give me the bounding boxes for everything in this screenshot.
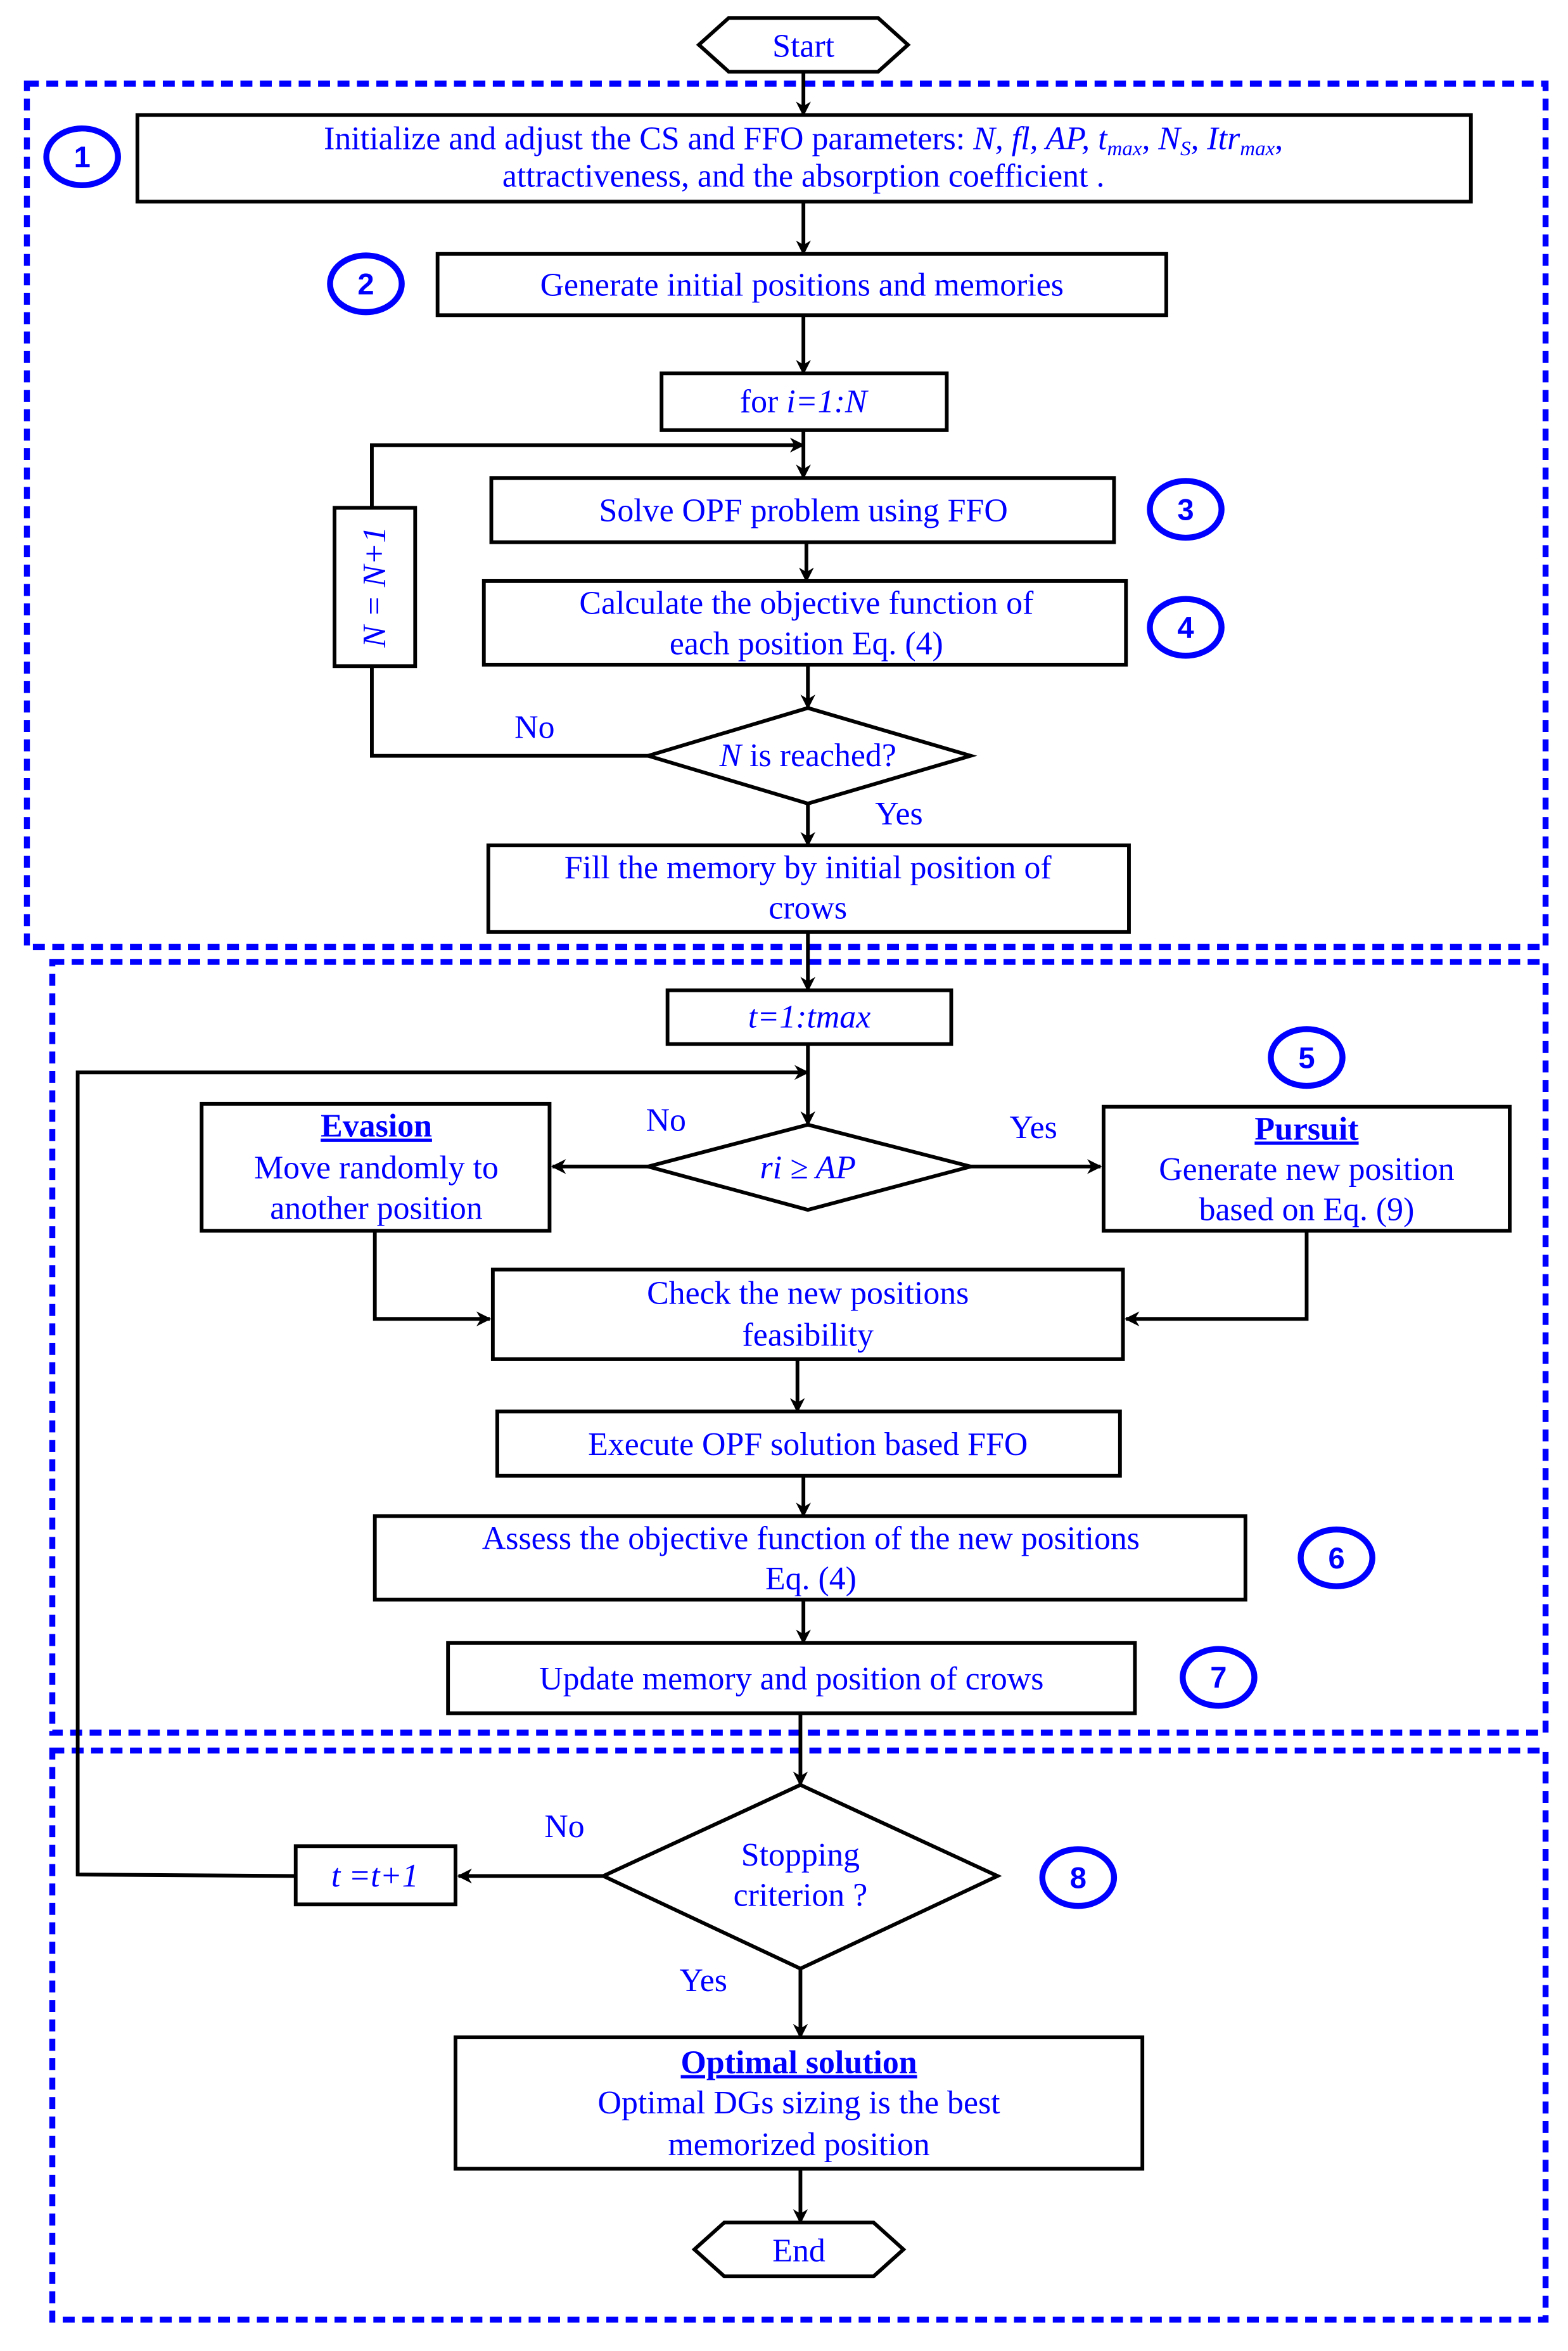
increment-n-label: N = N+1: [357, 527, 393, 648]
step-marker-6: [1297, 1526, 1375, 1589]
step-marker-1: [43, 125, 121, 188]
start-label: Start: [772, 29, 835, 65]
step-number: 8: [1070, 1861, 1087, 1894]
check-line2: feasibility: [743, 1317, 874, 1354]
n-reached-label: N is reached?: [719, 738, 896, 774]
evasion-line1: Move randomly to: [254, 1150, 499, 1186]
end-terminal: [691, 2220, 907, 2279]
evasion-line2: another position: [270, 1190, 483, 1226]
ri-ap-label: ri ≥ AP: [760, 1150, 856, 1186]
optimal-solution-box: [454, 2035, 1145, 2171]
step-markers: 1 2 3 4 5 6 7 8: [43, 125, 1375, 1909]
calculate-line2: each position Eq. (4): [670, 625, 943, 662]
assess-line1: Assess the objective function of the new…: [482, 1520, 1140, 1556]
t-increment-label: t =t+1: [331, 1858, 419, 1894]
execute-label: Execute OPF solution based FFO: [588, 1426, 1028, 1463]
execute-opf-box: [495, 1409, 1122, 1478]
step-marker-7: [1180, 1646, 1258, 1709]
optimal-line1: Optimal DGs sizing is the best: [598, 2085, 1001, 2121]
step-number: 5: [1298, 1041, 1315, 1074]
update-label: Update memory and position of crows: [539, 1661, 1043, 1697]
calculate-line1: Calculate the objective function of: [579, 586, 1034, 622]
t-increment-box: [293, 1844, 457, 1907]
end-label: End: [772, 2233, 825, 2269]
ri-ap-decision: [641, 1122, 978, 1212]
calculate-objective-box: [481, 579, 1128, 667]
no-label: No: [544, 1809, 584, 1845]
fill-memory-box: [486, 843, 1131, 934]
initialize-line2: attractiveness, and the absorption coeff…: [502, 158, 1105, 195]
pursuit-box: [1101, 1105, 1512, 1233]
check-feasibility-box: [490, 1267, 1125, 1361]
step-marker-8: [1039, 1846, 1118, 1909]
check-line1: Check the new positions: [647, 1276, 969, 1312]
step-number: 6: [1329, 1541, 1345, 1575]
step-number: 4: [1177, 610, 1194, 644]
initialize-line1: Initialize and adjust the CS and FFO par…: [324, 121, 1283, 160]
update-memory-box: [446, 1641, 1137, 1715]
section-initialization: [23, 80, 1549, 951]
yes-label: Yes: [1009, 1110, 1057, 1146]
step-marker-5: [1268, 1026, 1346, 1089]
evasion-title: Evasion: [321, 1108, 432, 1144]
for-loop-label: for i=1:N: [740, 384, 869, 420]
increment-n-box: [333, 506, 417, 669]
generate-positions-box: [435, 252, 1168, 317]
no-label: No: [646, 1102, 686, 1138]
t-loop-box: [665, 988, 953, 1046]
fill-memory-line2: crows: [768, 890, 847, 926]
stopping-line1: Stopping: [741, 1837, 860, 1873]
step-number: 1: [74, 140, 91, 174]
step-number: 7: [1210, 1660, 1227, 1694]
n-reached-decision: [641, 706, 978, 806]
step-number: 3: [1177, 492, 1194, 526]
connectors: [75, 72, 1309, 2224]
optimal-line2: memorized position: [668, 2127, 929, 2163]
assess-objective-box: [373, 1514, 1247, 1602]
generate-label: Generate initial positions and memories: [540, 267, 1064, 304]
pursuit-title: Pursuit: [1254, 1111, 1359, 1147]
start-terminal: [696, 16, 911, 74]
step-number: 2: [357, 267, 374, 300]
assess-line2: Eq. (4): [765, 1561, 857, 1597]
initialize-parameters-box: [135, 113, 1473, 204]
yes-label: Yes: [680, 1963, 727, 1999]
step-marker-4: [1147, 596, 1225, 659]
optimal-title: Optimal solution: [681, 2045, 917, 2081]
solve-opf-label: Solve OPF problem using FFO: [599, 493, 1008, 529]
step-marker-2: [327, 252, 405, 316]
no-label: No: [514, 709, 554, 745]
stopping-criterion-decision: [599, 1783, 1002, 1971]
t-loop-label: t=1:tmax: [748, 999, 870, 1035]
evasion-box: [200, 1101, 552, 1233]
yes-label: Yes: [875, 796, 922, 832]
step-marker-3: [1147, 478, 1225, 541]
solve-opf-box: [489, 476, 1116, 544]
fill-memory-line1: Fill the memory by initial position of: [564, 850, 1052, 886]
pursuit-line1: Generate new position: [1159, 1151, 1455, 1188]
for-loop-box: [660, 371, 949, 432]
stopping-line2: criterion ?: [734, 1878, 868, 1914]
pursuit-line2: based on Eq. (9): [1199, 1192, 1415, 1228]
